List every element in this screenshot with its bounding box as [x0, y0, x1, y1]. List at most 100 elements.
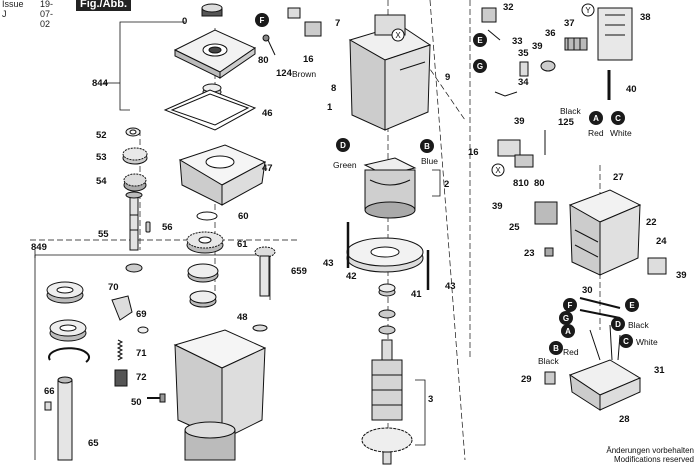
svg-text:G: G [477, 62, 483, 71]
wire-white-lower: White [636, 337, 658, 347]
wire-green: Green [333, 160, 357, 170]
callout-36: 36 [545, 28, 556, 39]
callout-27: 27 [613, 172, 624, 183]
callout-38: 38 [640, 12, 651, 23]
part-end-cap-22 [568, 189, 642, 276]
part-spindle-55 [125, 191, 143, 251]
issue-label: Issue J [2, 0, 24, 19]
marker-X: X [391, 28, 405, 42]
part-brush-holder-7 [262, 7, 322, 56]
part-bearings-armature [378, 283, 396, 335]
callout-0: 0 [182, 16, 187, 27]
marker-D2: D [611, 317, 625, 331]
marker-X2: X [491, 163, 505, 177]
callout-53: 53 [96, 152, 107, 163]
callout-22: 22 [646, 217, 657, 228]
callout-30: 30 [582, 285, 593, 296]
part-flange-plate [173, 29, 257, 79]
wire-black: Black [560, 106, 582, 116]
callout-41: 41 [411, 289, 422, 300]
part-shaft-65 [44, 376, 73, 461]
callout-numbers: 0 844 46 52 53 54 47 60 56 55 61 659 849… [31, 2, 687, 449]
marker-E2: E [625, 298, 639, 312]
callout-48: 48 [237, 312, 248, 323]
marker-B2: B [549, 341, 563, 355]
marker-Y: Y [581, 3, 595, 17]
callout-34: 34 [518, 77, 529, 88]
part-gear-61 [186, 231, 224, 254]
callout-43: 43 [323, 258, 334, 269]
marker-F2: F [563, 298, 577, 312]
part-gasket-46 [163, 89, 257, 131]
disclaimer-en: Modifications reserved [613, 455, 694, 464]
wire-black-left: Black [538, 356, 560, 366]
callout-42: 42 [346, 271, 357, 282]
wire-blue: Blue [421, 156, 438, 166]
part-lever-70 [111, 295, 149, 334]
issue-date: 19-07-02 [40, 0, 54, 29]
callout-124: 124 [276, 68, 293, 79]
marker-C: C [611, 111, 625, 125]
callout-849: 849 [31, 242, 47, 253]
callout-65: 65 [88, 438, 99, 449]
marker-F: F [255, 13, 269, 27]
callout-39c: 39 [676, 270, 687, 281]
callout-31: 31 [654, 365, 665, 376]
wire-markers: F D B E G A C E F G A D C B X Y X [255, 3, 639, 355]
wire-white: White [610, 128, 632, 138]
svg-text:E: E [477, 36, 483, 45]
svg-text:A: A [565, 327, 571, 336]
callout-7: 7 [335, 18, 340, 29]
callout-37: 37 [564, 18, 575, 29]
callout-69: 69 [136, 309, 147, 320]
callout-46: 46 [262, 108, 273, 119]
callout-39-mid: 39 [514, 116, 525, 127]
svg-text:C: C [623, 337, 629, 346]
callout-16: 16 [303, 54, 314, 65]
marker-C2: C [619, 334, 633, 348]
part-cover-38 [597, 7, 633, 61]
part-key-56 [145, 221, 151, 233]
callout-35: 35 [518, 48, 529, 59]
disclaimer: Änderungen vorbehalten Modifications res… [606, 446, 694, 464]
disclaimer-de: Änderungen vorbehalten [606, 446, 694, 455]
part-brush-holder-25 [534, 201, 558, 257]
marker-G: G [473, 59, 487, 73]
marker-G2: G [559, 311, 573, 325]
marker-A2: A [561, 324, 575, 338]
svg-text:D: D [340, 141, 346, 150]
callout-55: 55 [98, 229, 109, 240]
callout-52: 52 [96, 130, 107, 141]
callout-50: 50 [131, 397, 142, 408]
part-bearing-top [201, 3, 223, 17]
callout-23: 23 [524, 248, 535, 259]
marker-D: D [336, 138, 350, 152]
marker-A: A [589, 111, 603, 125]
callout-16-mid: 16 [468, 147, 479, 158]
callout-66: 66 [44, 386, 55, 397]
part-air-guide-42 [346, 237, 424, 273]
svg-text:Y: Y [585, 6, 591, 15]
callout-40: 40 [626, 84, 637, 95]
callout-39: 39 [532, 41, 543, 52]
part-shaft-659 [254, 246, 276, 297]
marker-B: B [420, 139, 434, 153]
part-screws-43 [346, 222, 430, 290]
callout-70: 70 [108, 282, 119, 293]
part-ring-52 [125, 127, 141, 137]
part-switch-810 [497, 130, 546, 168]
part-gear-54 [123, 173, 147, 192]
callout-32: 32 [503, 2, 514, 13]
callout-810: 810 [513, 178, 529, 189]
svg-text:C: C [615, 114, 621, 123]
callout-33: 33 [512, 36, 523, 47]
callout-54: 54 [96, 176, 107, 187]
part-spring-71 [116, 339, 124, 361]
callout-71: 71 [136, 348, 147, 359]
wire-brown: Brown [292, 69, 316, 79]
svg-text:G: G [563, 314, 569, 323]
figure-title: Fig./Abb. 3 [76, 0, 132, 23]
callout-659: 659 [291, 266, 307, 277]
callout-43-right: 43 [445, 281, 456, 292]
callout-2: 2 [444, 179, 449, 190]
